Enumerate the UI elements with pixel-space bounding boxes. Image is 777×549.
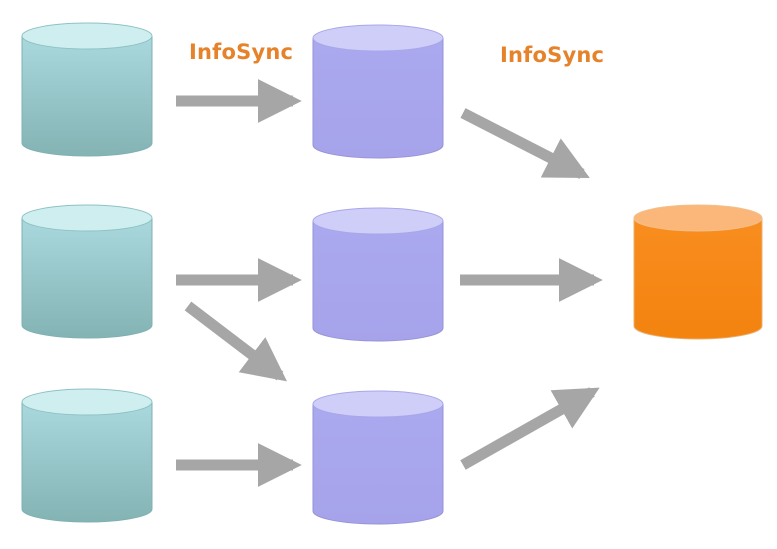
arrow-inter1-to-target [460, 108, 590, 179]
intermediate-database-3 [312, 390, 444, 525]
source-database-1 [21, 22, 153, 157]
database-icon [21, 401, 153, 523]
target-database [633, 204, 763, 340]
database-icon [312, 403, 444, 525]
database-icon [633, 217, 763, 340]
intermediate-database-2 [312, 207, 444, 342]
source-database-2 [21, 204, 153, 339]
database-icon [21, 35, 153, 157]
source-database-3 [21, 388, 153, 523]
arrow-inter3-to-target [460, 387, 600, 470]
database-icon [312, 37, 444, 159]
infosync-label: InfoSync [500, 43, 605, 67]
database-icon [312, 220, 444, 342]
database-icon [21, 217, 153, 339]
infosync-label: InfoSync [189, 40, 294, 64]
intermediate-database-1 [312, 24, 444, 159]
arrow-source2-to-inter3 [184, 301, 288, 382]
